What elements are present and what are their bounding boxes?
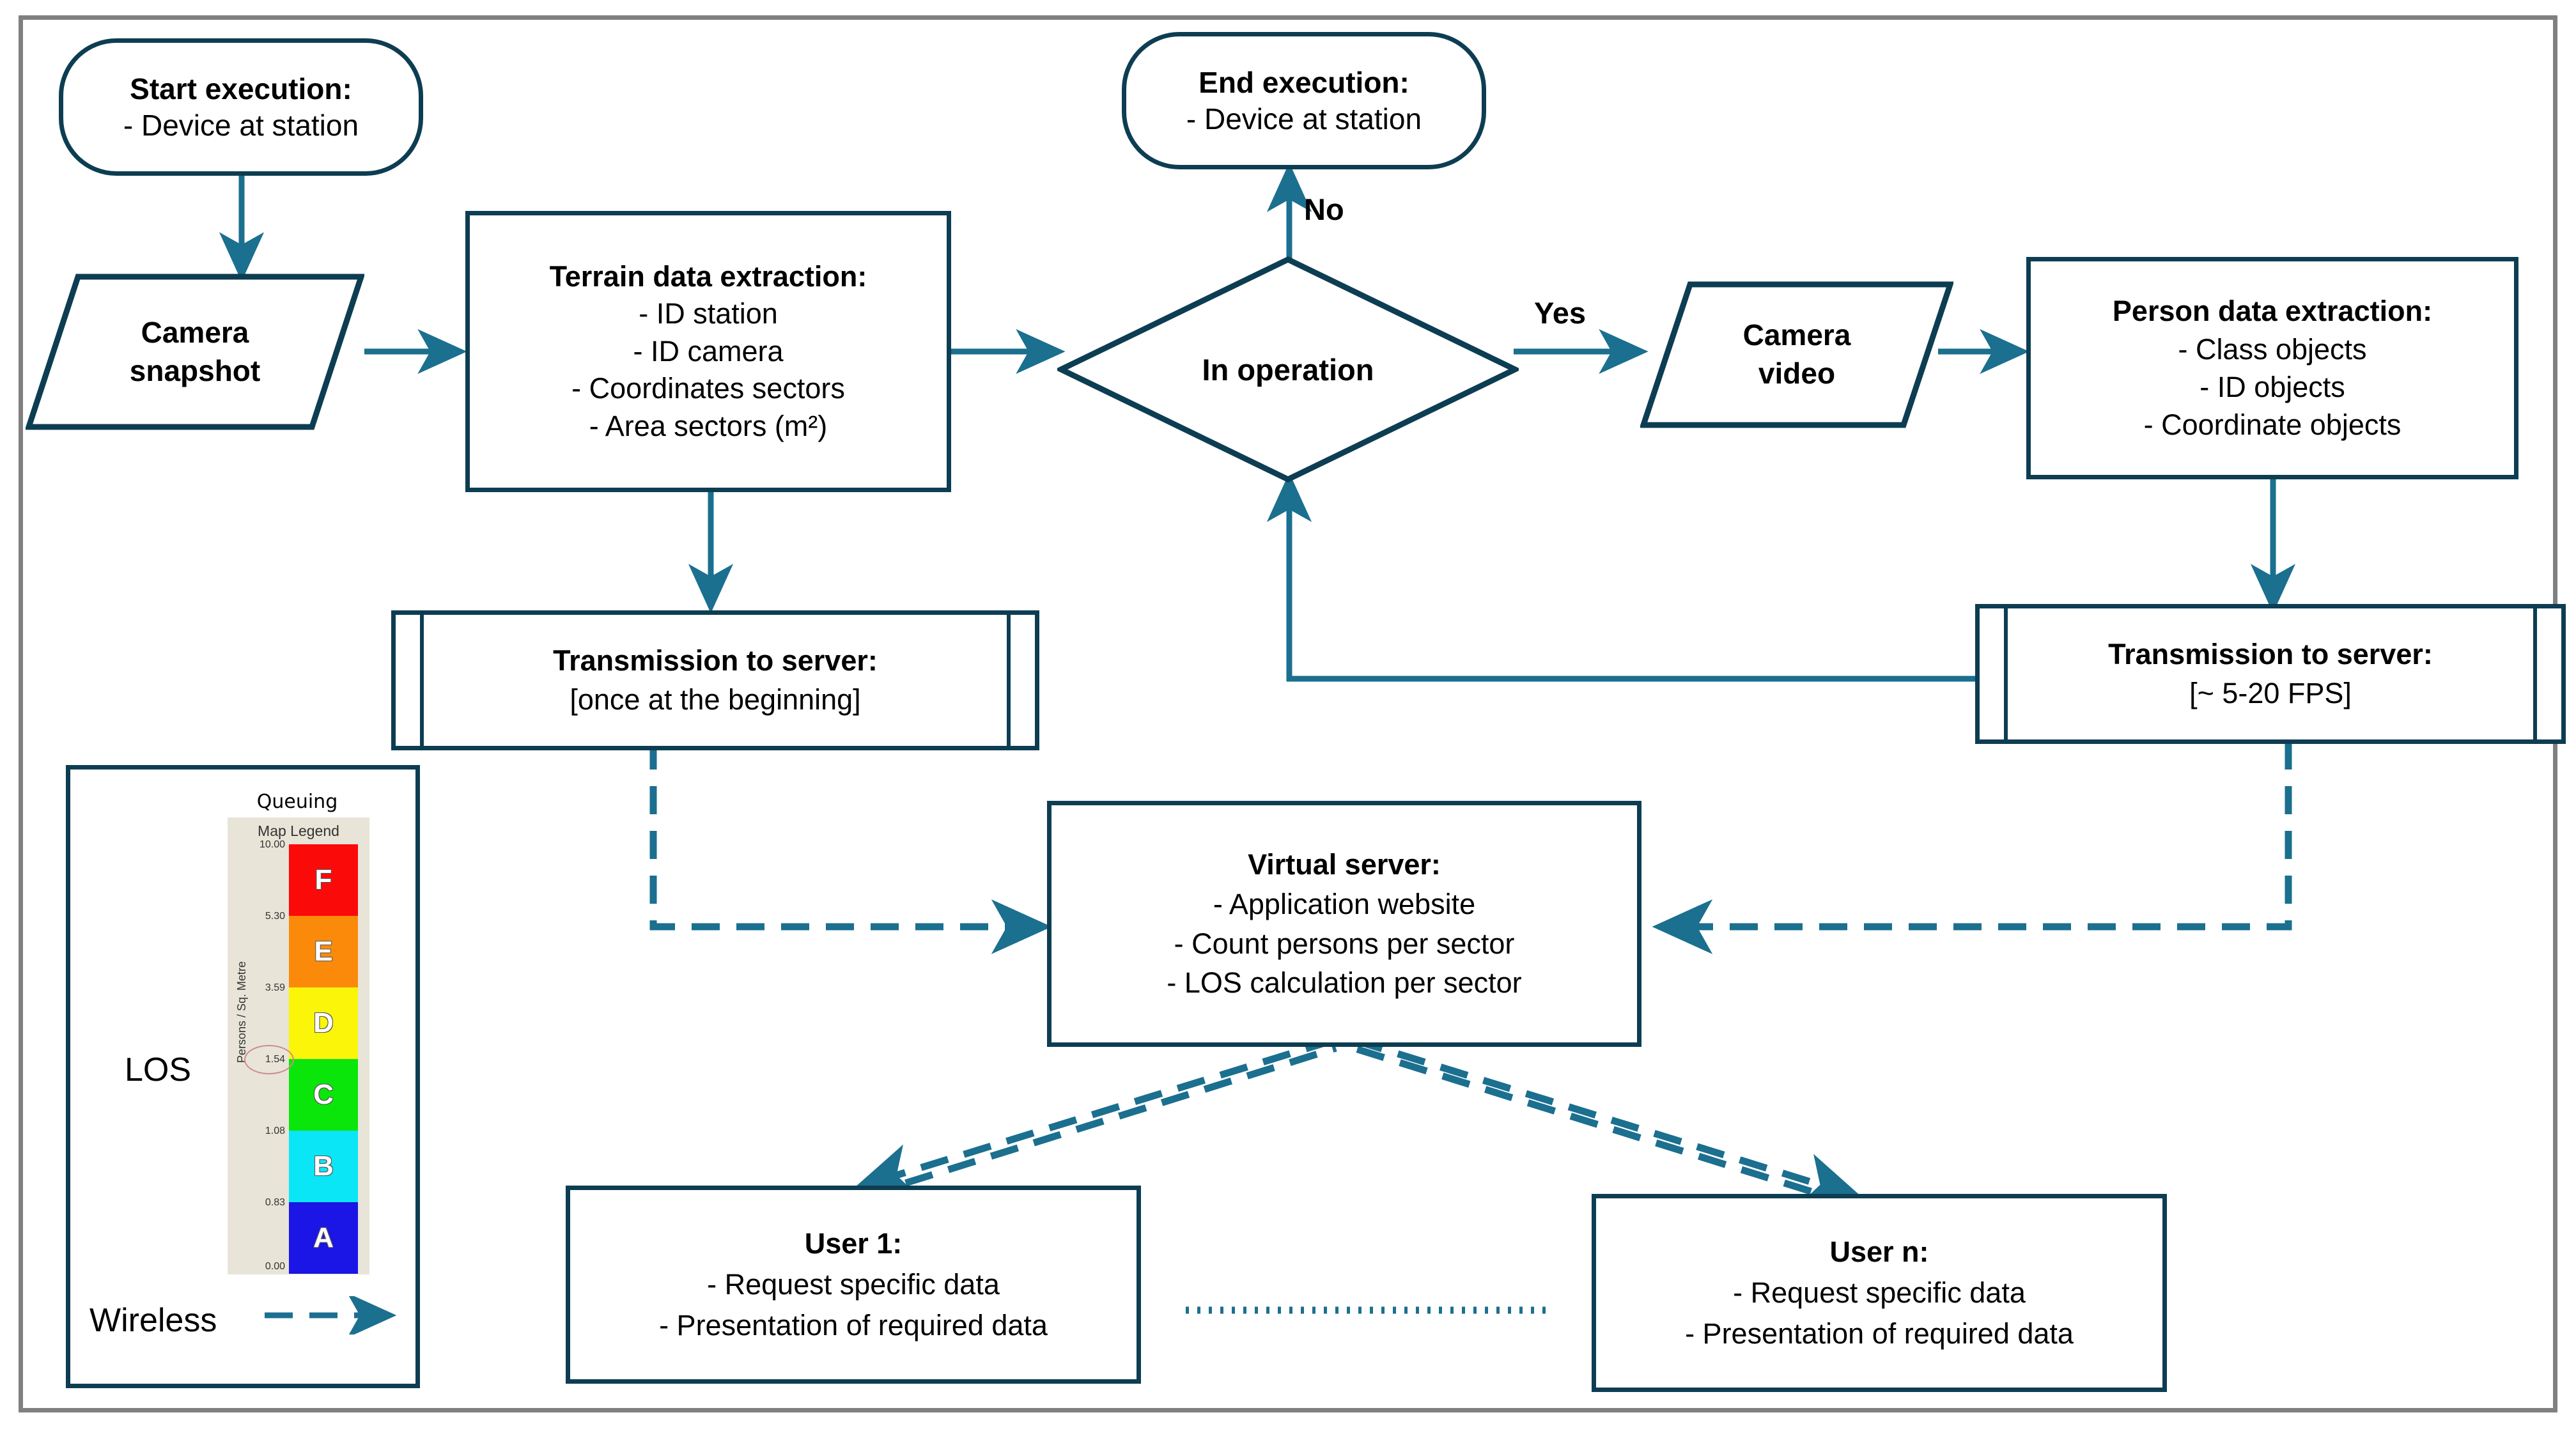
edge-wireless-usern-to-server: [1353, 1044, 1905, 1242]
node-camera-video: Camera video: [1640, 281, 1953, 428]
node-terrain-data-extraction: Terrain data extraction: - ID station - …: [465, 211, 951, 492]
los-band-C: C: [289, 1059, 358, 1131]
node-person-data-extraction: Person data extraction: - Class objects …: [2026, 257, 2518, 479]
edge-wireless-server-to-usern: [1354, 1037, 1863, 1207]
edge-label-no: No: [1304, 192, 1344, 226]
parallelogram-outline: [1640, 281, 1953, 428]
diamond-outline: [1057, 256, 1519, 483]
terrain-line-1: - ID station: [639, 297, 778, 330]
start-line-1: - Device at station: [123, 108, 359, 142]
legend-los-label: LOS: [125, 1051, 192, 1088]
predef-bar-left: [2004, 608, 2008, 739]
edge-wireless-transmission-right-to-server: [1652, 741, 2292, 954]
node-start-execution: Start execution: - Device at station: [59, 38, 423, 176]
los-tick-bottom: 0.00: [265, 1261, 285, 1272]
predef-bar-right: [1007, 615, 1011, 746]
camera-snapshot-line-2: snapshot: [129, 353, 261, 387]
los-band-A: A: [289, 1202, 358, 1274]
terrain-line-3: - Coordinates sectors: [571, 372, 845, 405]
terrain-title: Terrain data extraction:: [549, 259, 867, 293]
edge-wireless-transmission-left-to-server: [649, 741, 1052, 954]
person-line-2: - ID objects: [2200, 371, 2345, 403]
los-tick-B-top: 1.08: [265, 1125, 285, 1136]
start-title: Start execution:: [130, 72, 352, 106]
terrain-line-4: - Area sectors (m²): [589, 409, 828, 442]
node-transmission-to-server-right: Transmission to server: [~ 5-20 FPS]: [1975, 604, 2566, 744]
user-1-line-1: - Request specific data: [707, 1268, 1000, 1301]
virtual-server-title: Virtual server:: [1248, 848, 1441, 881]
los-scale-title: Queuing: [256, 791, 338, 813]
user-1-line-2: - Presentation of required data: [659, 1308, 1048, 1342]
los-scale-image: Map Legend Persons / Sq. Metre F E D C B…: [228, 817, 369, 1274]
user-n-title: User n:: [1829, 1235, 1929, 1269]
virtual-server-line-1: - Application website: [1213, 887, 1476, 920]
los-scale-axis-label: Persons / Sq. Metre: [235, 961, 248, 1064]
legend-wireless-symbol: [262, 1292, 403, 1338]
end-line-1: - Device at station: [1186, 102, 1422, 135]
transmission-right-line-1: [~ 5-20 FPS]: [2189, 676, 2352, 709]
parallelogram-outline: [26, 274, 364, 430]
camera-video-line-2: video: [1758, 357, 1836, 390]
los-band-E: E: [289, 916, 358, 987]
los-band-D: D: [289, 987, 358, 1059]
node-user-n: User n: - Request specific data - Presen…: [1592, 1194, 2167, 1392]
legend-wireless-label: Wireless: [89, 1302, 217, 1339]
predef-bar-left: [420, 615, 424, 746]
node-camera-snapshot: Camera snapshot: [26, 274, 364, 430]
node-in-operation-decision: In operation: [1057, 256, 1519, 483]
transmission-left-title: Transmission to server:: [553, 644, 878, 677]
transmission-left-line-1: [once at the beginning]: [570, 683, 861, 716]
los-highlight-circle: [244, 1045, 294, 1074]
camera-video-line-1: Camera: [1742, 318, 1851, 352]
legend-panel: LOS Wireless Queuing Map Legend Persons …: [66, 765, 420, 1388]
user-n-line-1: - Request specific data: [1733, 1276, 2026, 1310]
person-line-3: - Coordinate objects: [2143, 408, 2401, 442]
los-tick-F-top: 10.00: [259, 839, 285, 850]
los-band-B: B: [289, 1131, 358, 1202]
virtual-server-line-2: - Count persons per sector: [1174, 927, 1515, 960]
edge-transmission-right-to-decision: [1266, 472, 1988, 682]
edge-wireless-server-to-user1: [853, 1037, 1334, 1197]
node-virtual-server: Virtual server: - Application website - …: [1047, 801, 1641, 1047]
los-band-F: F: [289, 844, 358, 916]
person-line-1: - Class objects: [2178, 332, 2367, 366]
predef-bar-right: [2533, 608, 2537, 739]
user-1-title: User 1:: [804, 1227, 903, 1260]
camera-snapshot-line-1: Camera: [141, 315, 249, 349]
los-scale-subtitle: Map Legend: [258, 823, 339, 839]
los-tick-D-top: 3.59: [265, 982, 285, 993]
end-title: End execution:: [1199, 66, 1409, 100]
los-tick-A-top: 0.83: [265, 1197, 285, 1208]
terrain-line-2: - ID camera: [633, 334, 784, 367]
node-user-1: User 1: - Request specific data - Presen…: [566, 1186, 1141, 1384]
user-n-line-2: - Presentation of required data: [1685, 1317, 2074, 1350]
node-transmission-to-server-left: Transmission to server: [once at the beg…: [391, 610, 1039, 750]
edge-wireless-user1-to-server: [812, 1044, 1337, 1234]
node-end-execution: End execution: - Device at station: [1122, 32, 1486, 169]
decision-label: In operation: [1202, 352, 1374, 387]
virtual-server-line-3: - LOS calculation per sector: [1167, 966, 1522, 1000]
transmission-right-title: Transmission to server:: [2108, 637, 2433, 670]
los-tick-E-top: 5.30: [265, 911, 285, 922]
person-title: Person data extraction:: [2112, 295, 2433, 328]
edge-label-yes: Yes: [1534, 296, 1587, 330]
